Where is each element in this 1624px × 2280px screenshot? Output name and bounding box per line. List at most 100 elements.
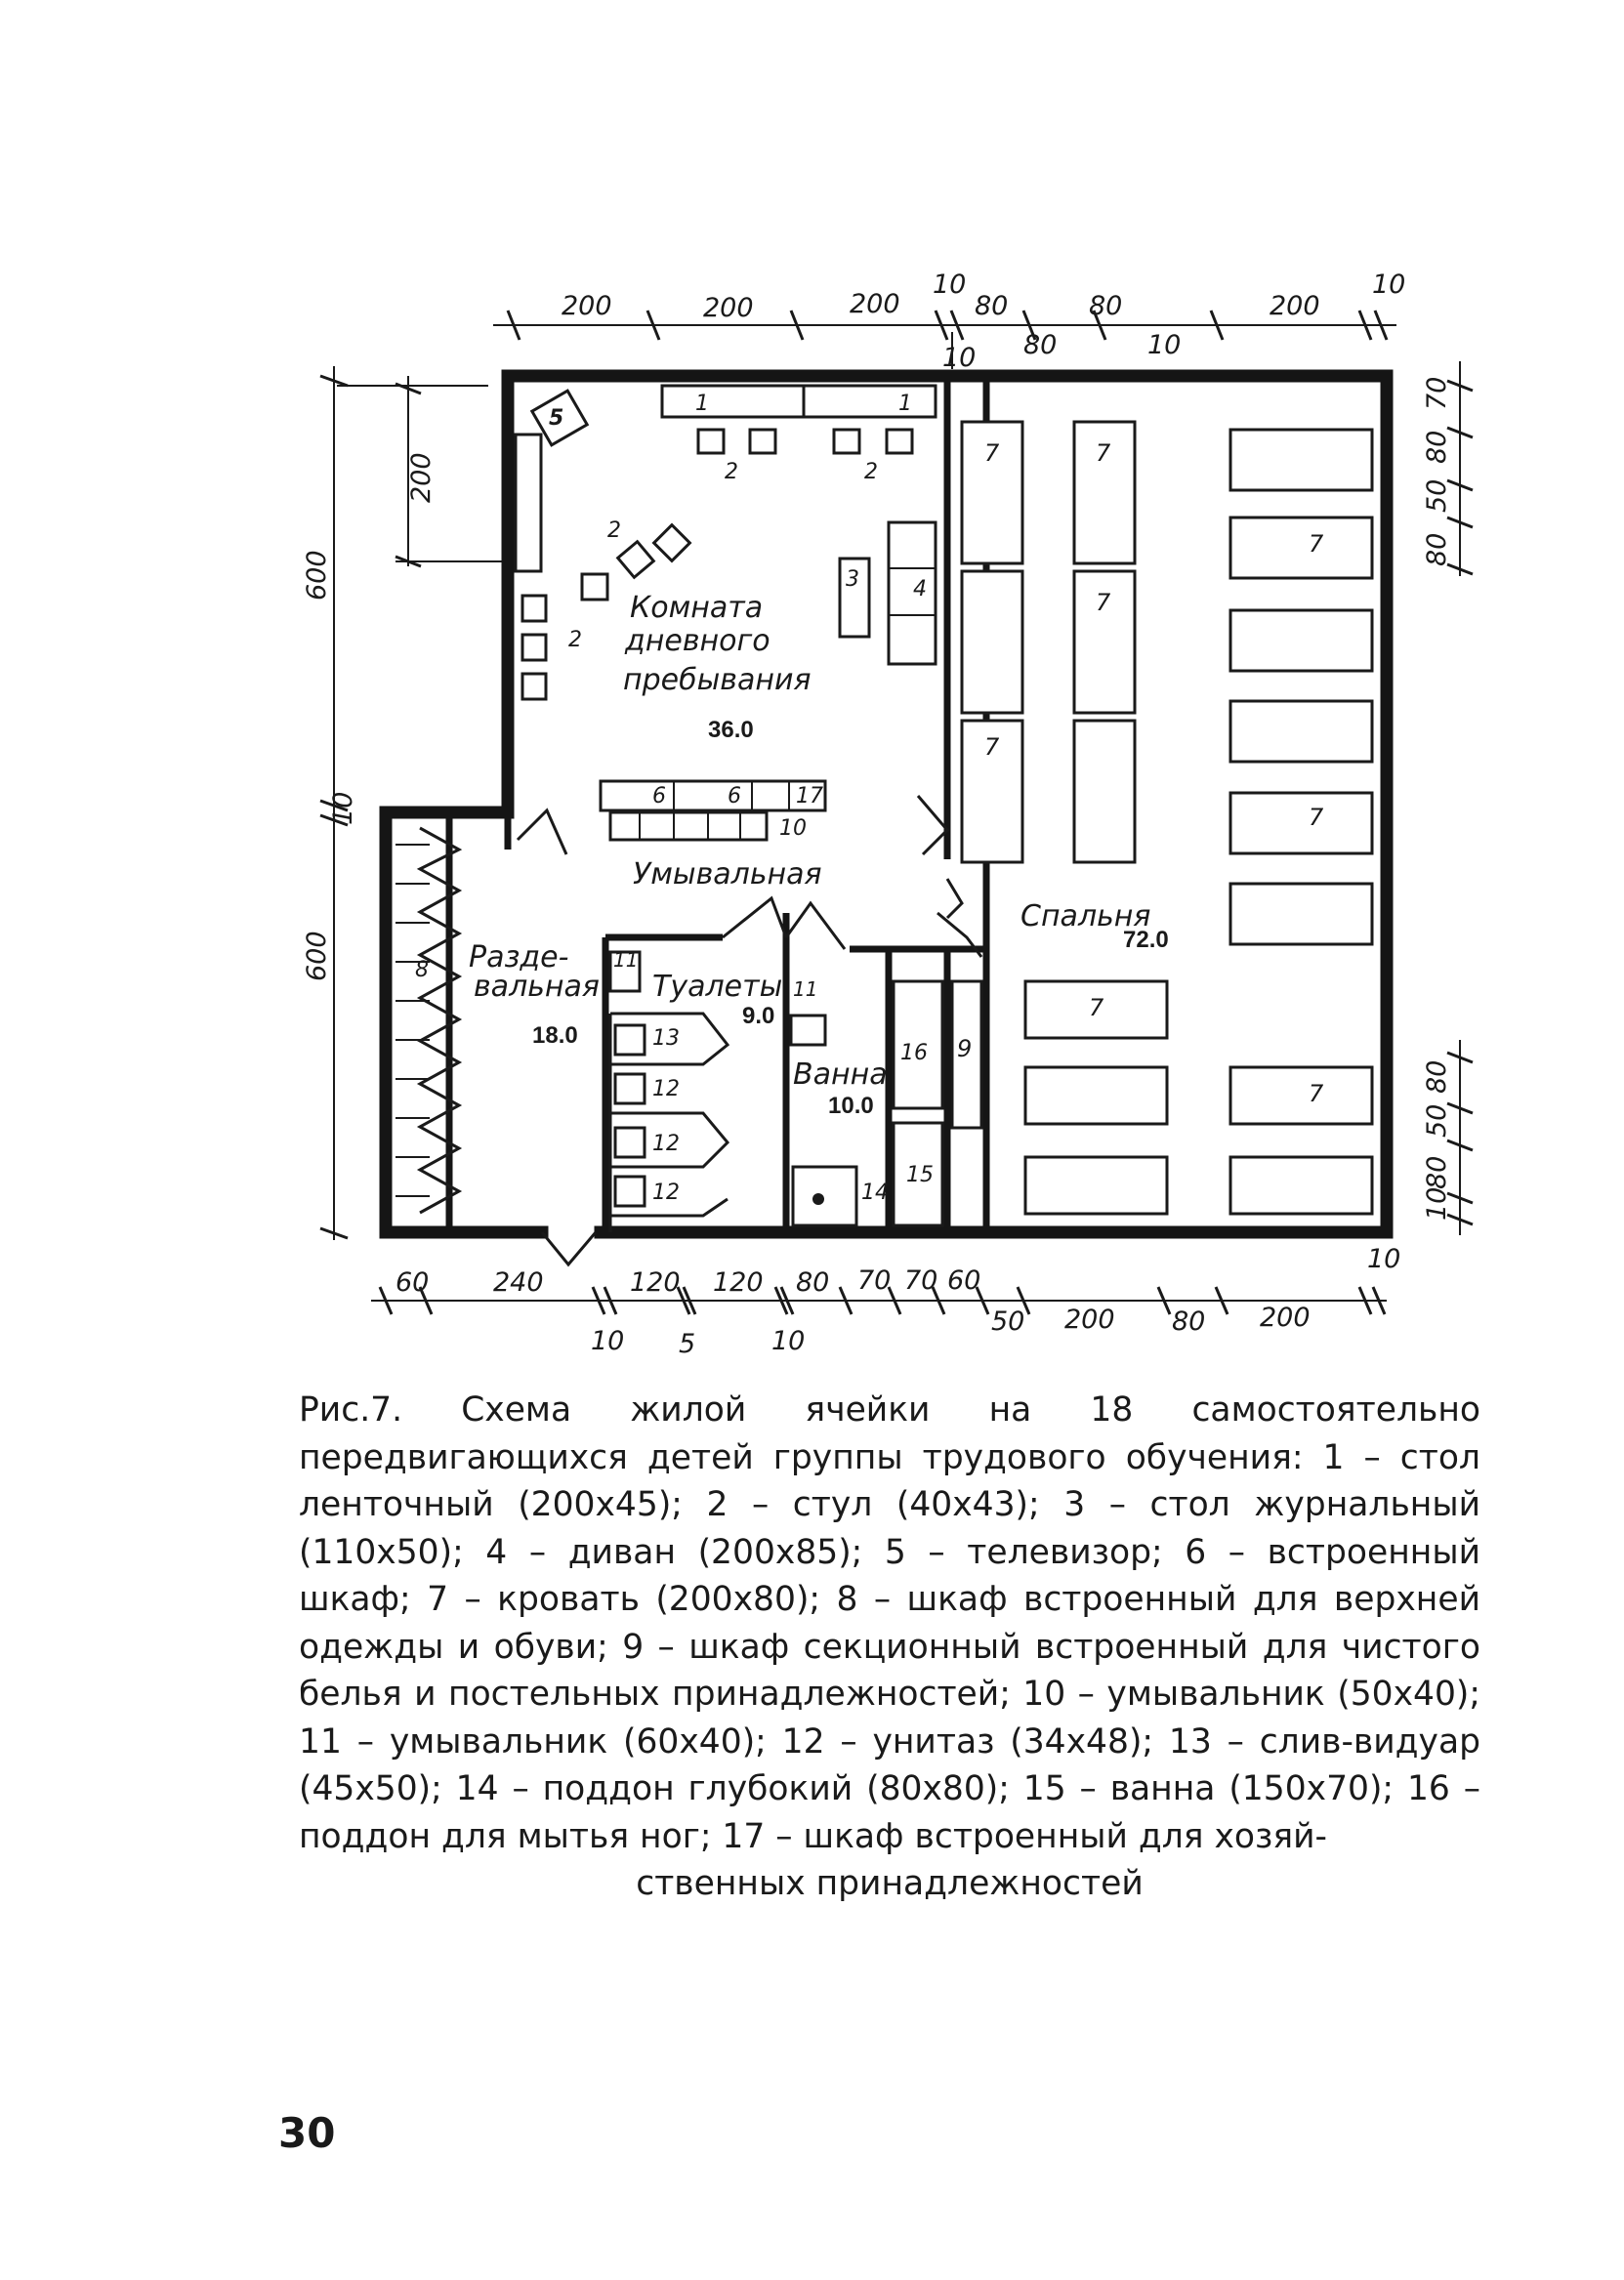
svg-text:1: 1: [695, 392, 709, 416]
dim-right-bottom-4: 10: [1422, 1187, 1452, 1221]
dim-bottom-lower-1: 10: [591, 1326, 624, 1356]
dim-bottom-lower-3: 10: [771, 1326, 805, 1356]
tv-item: [529, 389, 590, 447]
dim-top-lower-2: 80: [1023, 330, 1057, 360]
dim-right-top-2: 80: [1422, 431, 1452, 464]
dimension-lines: [319, 310, 1474, 1315]
svg-text:3: 3: [846, 567, 859, 592]
dim-bottom-5: 80: [796, 1267, 829, 1298]
dim-top-1: 200: [562, 291, 612, 321]
dim-bottom-6: 70: [857, 1265, 891, 1296]
svg-text:12: 12: [652, 1181, 680, 1205]
washroom-label: Умывальная: [633, 857, 822, 891]
svg-text:2: 2: [864, 460, 878, 484]
svg-text:1: 1: [898, 392, 912, 416]
dim-bottom-lower-5: 200: [1064, 1305, 1115, 1335]
svg-text:2: 2: [607, 518, 621, 543]
svg-text:2: 2: [568, 628, 582, 652]
svg-text:15: 15: [906, 1163, 934, 1187]
svg-text:7: 7: [984, 439, 1000, 467]
day-room-area: 36.0: [708, 717, 754, 743]
dim-right-bottom-2: 50: [1422, 1104, 1452, 1138]
changing-room-label-1: Разде-: [469, 940, 568, 974]
wash-basins: [608, 810, 769, 842]
bathroom-label: Ванна: [793, 1057, 888, 1092]
dim-top-7: 200: [1270, 291, 1320, 321]
page-number: 30: [278, 2109, 336, 2157]
caption-tail: ственных принадлежностей: [636, 1864, 1144, 1903]
dim-bottom-lower-6: 80: [1172, 1306, 1205, 1337]
doors: [516, 795, 983, 1267]
dim-top-lower-1: 10: [942, 343, 976, 373]
changing-room-area: 18.0: [532, 1022, 578, 1049]
svg-text:7: 7: [1309, 530, 1324, 558]
dim-top-5: 80: [975, 291, 1008, 321]
svg-text:5: 5: [549, 406, 563, 431]
bathtub: [892, 1121, 944, 1227]
toilets-area: 9.0: [742, 1003, 774, 1029]
svg-text:12: 12: [652, 1077, 680, 1101]
svg-text:4: 4: [913, 577, 927, 601]
svg-text:17: 17: [796, 784, 823, 808]
dim-right-top-3: 50: [1422, 479, 1452, 513]
svg-text:11: 11: [613, 948, 638, 972]
long-table-2: [802, 384, 937, 419]
caption-body: Рис.7. Схема жилой ячейки на 18 самостоя…: [299, 1390, 1480, 1856]
changing-room-label-2: вальная: [474, 970, 600, 1004]
dim-bottom-lower-4: 50: [991, 1306, 1024, 1337]
dim-top-6: 80: [1089, 291, 1122, 321]
deep-tray: [791, 1165, 858, 1227]
svg-text:7: 7: [1089, 994, 1104, 1021]
svg-text:8: 8: [415, 958, 429, 982]
walls: [379, 369, 1394, 1239]
bedroom-label: Спальня: [1020, 899, 1150, 933]
room-labels: Комната дневного пребывания 36.0 Спальня…: [469, 591, 1169, 1119]
built-in-cabinets: [599, 779, 827, 812]
svg-text:2: 2: [725, 460, 738, 484]
svg-text:16: 16: [900, 1041, 928, 1065]
dim-left-3: 600: [302, 931, 332, 981]
dim-bottom-lower-7: 200: [1260, 1303, 1311, 1333]
bedroom-area: 72.0: [1123, 927, 1169, 953]
long-table-1: [660, 384, 806, 419]
dim-right-top-1: 70: [1422, 377, 1452, 410]
svg-text:13: 13: [652, 1026, 680, 1051]
dimension-text: 200 200 200 10 80 80 200 10 10 80 10 600…: [302, 269, 1452, 1359]
dim-top-2: 200: [703, 293, 754, 323]
bathroom-area: 10.0: [828, 1093, 874, 1119]
svg-text:11: 11: [793, 977, 817, 1001]
svg-text:6: 6: [652, 784, 666, 808]
dim-right-top-4: 80: [1422, 533, 1452, 566]
svg-text:7: 7: [984, 733, 1000, 761]
dim-bottom-1: 60: [396, 1267, 429, 1298]
svg-text:7: 7: [1096, 589, 1111, 616]
day-room-label-1: Комната: [630, 591, 763, 625]
svg-text:7: 7: [1309, 804, 1324, 831]
furniture-markers: 1 1 2 2 2 2 3 4 5 6 6 17 10 7 7 7 7 7 7 …: [415, 392, 1324, 1205]
dim-left-1: 600: [302, 550, 332, 601]
sofa: [887, 520, 937, 666]
svg-text:6: 6: [728, 784, 741, 808]
dim-bottom-7: 70: [904, 1265, 937, 1296]
svg-text:10: 10: [779, 816, 807, 841]
toilets-label: Туалеты: [652, 970, 782, 1004]
beds: [960, 420, 1374, 1216]
dim-bottom-3: 120: [630, 1267, 681, 1298]
svg-text:12: 12: [652, 1132, 680, 1156]
furniture: [396, 384, 1374, 1232]
dim-bottom-4: 120: [713, 1267, 764, 1298]
dim-bottom-9: 10: [1367, 1244, 1400, 1274]
dim-bottom-2: 240: [493, 1267, 544, 1298]
dim-bottom-8: 60: [947, 1265, 980, 1296]
svg-text:9: 9: [957, 1035, 972, 1062]
floor-plan: 200 200 200 10 80 80 200 10 10 80 10 600…: [302, 269, 1474, 1359]
svg-text:7: 7: [1309, 1080, 1324, 1107]
dim-top-3: 200: [850, 289, 900, 319]
foot-bath: [892, 979, 944, 1110]
journal-table: [838, 557, 871, 639]
dim-left-2: 10: [328, 792, 358, 825]
left-shelf: [514, 433, 543, 573]
dim-bottom-lower-2: 5: [679, 1329, 695, 1359]
dim-left-inner: 200: [406, 452, 437, 503]
wardrobe-hangers: [416, 826, 463, 1215]
